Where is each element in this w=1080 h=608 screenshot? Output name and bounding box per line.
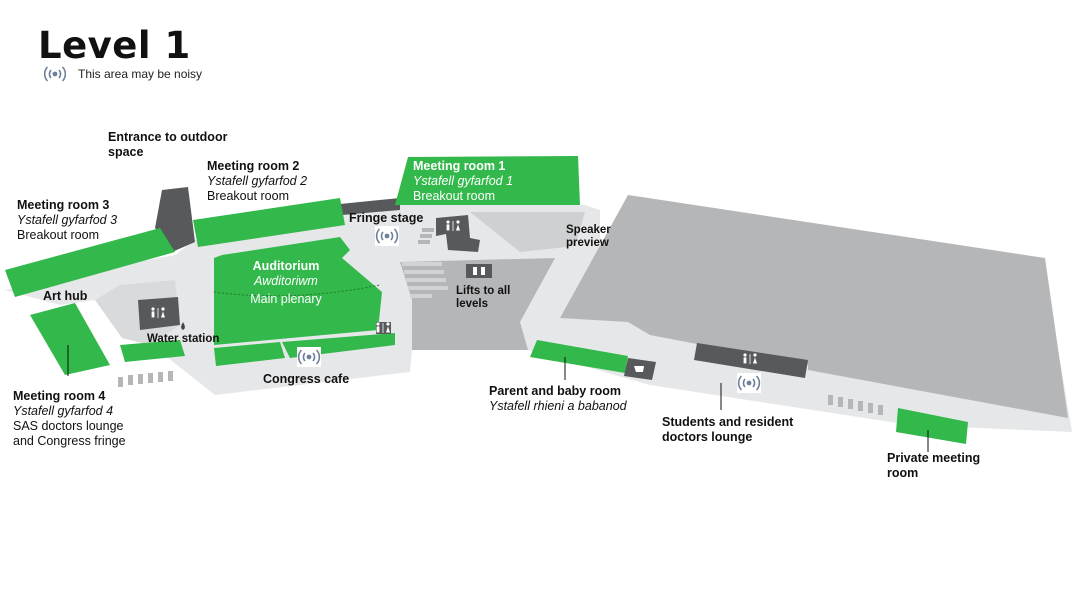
meeting-room-2 [193, 198, 345, 247]
art-hub-toilets [138, 297, 180, 330]
meeting-room-1 [395, 156, 580, 205]
legend-label: This area may be noisy [78, 67, 203, 81]
fringe-toilets [436, 215, 480, 252]
label-art-hub: Art hub [43, 289, 88, 303]
lounge-toilets [694, 343, 808, 378]
label-fringe-stage: Fringe stage [349, 211, 424, 225]
label-congress-cafe: Congress cafe [263, 372, 350, 386]
congress-cafe-seating [214, 342, 285, 366]
meeting-room-4 [30, 303, 110, 375]
lifts-icon [466, 264, 492, 278]
noise-icon-lounge [736, 372, 762, 394]
noise-icon-fringe [374, 225, 400, 247]
meeting-room-3 [5, 228, 175, 297]
atrium-stairs [402, 262, 448, 298]
entrance-outdoor [155, 187, 195, 252]
auditorium [214, 237, 382, 345]
noise-icon-cafe [296, 346, 322, 368]
label-water-station: Water station [147, 333, 220, 345]
speaker-preview-area [470, 212, 585, 252]
page-title: Level 1 [38, 24, 191, 67]
private-meeting-room [896, 408, 968, 444]
noise-icon [44, 66, 66, 82]
exhibition-hall [560, 195, 1068, 418]
legend: This area may be noisy [44, 66, 202, 82]
water-drop-icon [181, 322, 185, 330]
seating-marks [118, 228, 883, 415]
fringe-area-dark [340, 198, 400, 215]
parent-baby-room [530, 340, 628, 373]
auditorium-balcony [213, 284, 381, 297]
art-hub-room [120, 340, 185, 362]
art-hub-floor [95, 280, 180, 345]
leader-lines [67, 345, 929, 452]
